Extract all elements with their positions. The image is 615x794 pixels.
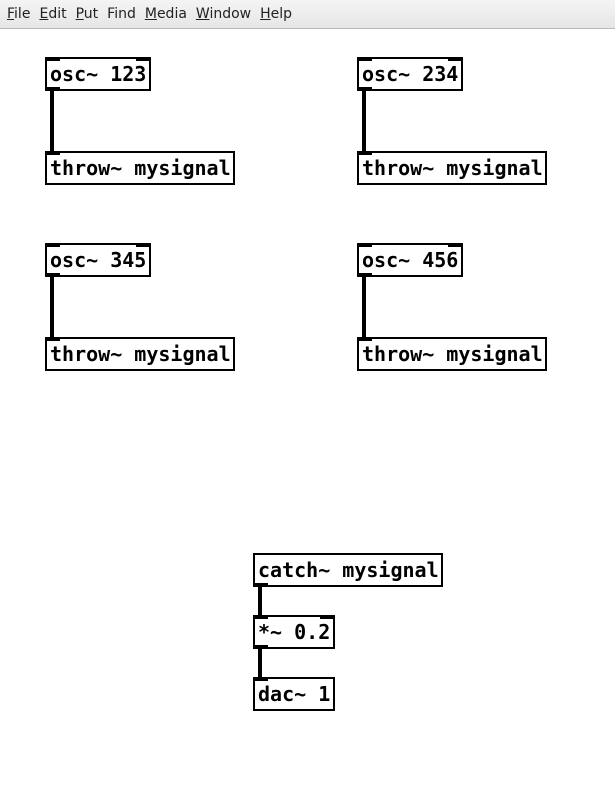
object-text: throw~ mysignal bbox=[362, 156, 543, 180]
object-text: osc~ 123 bbox=[50, 62, 147, 86]
outlet[interactable] bbox=[359, 273, 372, 277]
osc-object-4[interactable]: osc~ 456 bbox=[357, 243, 463, 277]
inlet[interactable] bbox=[47, 243, 60, 247]
object-text: osc~ 456 bbox=[362, 248, 459, 272]
throw-object-1[interactable]: throw~ mysignal bbox=[45, 151, 235, 185]
osc-object-2[interactable]: osc~ 234 bbox=[357, 57, 463, 91]
inlet[interactable] bbox=[448, 57, 461, 61]
object-text: dac~ 1 bbox=[258, 682, 331, 706]
inlet[interactable] bbox=[359, 243, 372, 247]
inlet[interactable] bbox=[255, 615, 268, 619]
throw-object-3[interactable]: throw~ mysignal bbox=[45, 337, 235, 371]
throw-object-4[interactable]: throw~ mysignal bbox=[357, 337, 547, 371]
outlet[interactable] bbox=[47, 273, 60, 277]
outlet[interactable] bbox=[47, 87, 60, 91]
inlet[interactable] bbox=[136, 57, 149, 61]
menu-find[interactable]: Find bbox=[107, 5, 136, 22]
menu-help[interactable]: Help bbox=[260, 5, 293, 22]
inlet[interactable] bbox=[47, 151, 60, 155]
inlet[interactable] bbox=[255, 677, 268, 681]
object-text: osc~ 234 bbox=[362, 62, 459, 86]
outlet[interactable] bbox=[255, 645, 268, 649]
menu-bar: File Edit Put Find Media Window Help bbox=[0, 0, 615, 29]
osc-object-3[interactable]: osc~ 345 bbox=[45, 243, 151, 277]
catch-object[interactable]: catch~ mysignal bbox=[253, 553, 443, 587]
multiply-object[interactable]: *~ 0.2 bbox=[253, 615, 335, 649]
inlet[interactable] bbox=[47, 337, 60, 341]
object-text: throw~ mysignal bbox=[50, 342, 231, 366]
menu-media[interactable]: Media bbox=[144, 5, 187, 22]
outlet[interactable] bbox=[359, 87, 372, 91]
object-text: *~ 0.2 bbox=[258, 620, 331, 644]
osc-object-1[interactable]: osc~ 123 bbox=[45, 57, 151, 91]
inlet[interactable] bbox=[136, 243, 149, 247]
object-text: osc~ 345 bbox=[50, 248, 147, 272]
inlet[interactable] bbox=[359, 151, 372, 155]
object-text: catch~ mysignal bbox=[258, 558, 439, 582]
dac-object[interactable]: dac~ 1 bbox=[253, 677, 335, 711]
menu-put[interactable]: Put bbox=[75, 5, 99, 22]
object-text: throw~ mysignal bbox=[50, 156, 231, 180]
menu-file[interactable]: File bbox=[7, 5, 31, 22]
inlet[interactable] bbox=[448, 243, 461, 247]
throw-object-2[interactable]: throw~ mysignal bbox=[357, 151, 547, 185]
menu-edit[interactable]: Edit bbox=[39, 5, 67, 22]
inlet[interactable] bbox=[47, 57, 60, 61]
inlet[interactable] bbox=[359, 57, 372, 61]
inlet[interactable] bbox=[320, 615, 333, 619]
menu-window[interactable]: Window bbox=[195, 5, 252, 22]
outlet[interactable] bbox=[255, 583, 268, 587]
object-text: throw~ mysignal bbox=[362, 342, 543, 366]
inlet[interactable] bbox=[359, 337, 372, 341]
